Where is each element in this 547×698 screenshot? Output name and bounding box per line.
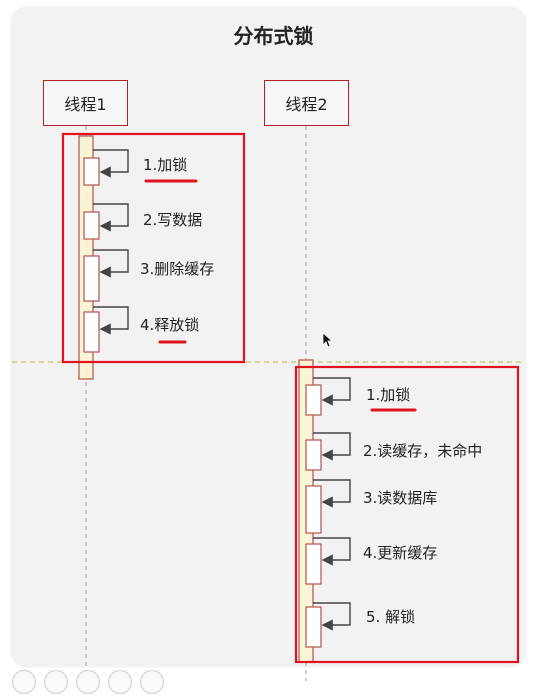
toolbar-circle-icon bbox=[12, 670, 36, 694]
toolbar-circle-icon bbox=[76, 670, 100, 694]
participant-thread1: 线程1 bbox=[43, 80, 128, 126]
t1-step1-arrow bbox=[93, 149, 129, 178]
toolbar-circle-icon bbox=[44, 670, 68, 694]
participant-thread2: 线程2 bbox=[264, 80, 349, 126]
t2-step4-label: 4.更新缓存 bbox=[363, 544, 438, 562]
t2-step5-label: 5. 解锁 bbox=[366, 608, 416, 626]
thread1-highlight-box bbox=[61, 132, 246, 364]
toolbar-circle-icon bbox=[140, 670, 164, 694]
t2-step3-arrow bbox=[313, 479, 351, 508]
t1-step1-activation bbox=[83, 157, 100, 186]
t2-step2-label: 2.读缓存，未命中 bbox=[363, 442, 483, 460]
t1-step2-label: 2.写数据 bbox=[143, 211, 203, 229]
t1-step4-activation bbox=[83, 311, 100, 353]
t2-step3-label: 3.读数据库 bbox=[363, 489, 438, 507]
t2-step5-arrow bbox=[313, 602, 351, 631]
t1-step3-activation bbox=[83, 255, 100, 302]
t2-step5-activation bbox=[305, 606, 322, 648]
sequence-svg bbox=[12, 126, 525, 681]
bottom-toolbar-hint bbox=[12, 670, 192, 694]
mouse-cursor-icon bbox=[322, 332, 334, 348]
t1-step2-activation bbox=[83, 211, 100, 240]
t2-step2-activation bbox=[305, 439, 322, 471]
t1-step4-arrow bbox=[93, 306, 129, 335]
t2-step3-activation bbox=[305, 485, 322, 534]
t1-step1-label: 1.加锁 bbox=[143, 156, 188, 174]
t1-step3-arrow bbox=[93, 249, 129, 278]
t2-step2-arrow bbox=[313, 432, 351, 461]
t2-step1-arrow bbox=[313, 377, 351, 406]
thread2-self-calls bbox=[305, 377, 351, 648]
t1-step4-label: 4.释放锁 bbox=[140, 316, 200, 334]
t2-step1-label: 1.加锁 bbox=[366, 386, 411, 404]
toolbar-circle-icon bbox=[108, 670, 132, 694]
t1-step3-label: 3.删除缓存 bbox=[140, 260, 215, 278]
t2-step4-activation bbox=[305, 543, 322, 585]
diagram-title: 分布式锁 bbox=[233, 24, 314, 48]
diagram-stage: 分布式锁 线程1 线程2 bbox=[12, 8, 525, 694]
t2-step4-arrow bbox=[313, 537, 351, 566]
t1-step2-arrow bbox=[93, 203, 129, 232]
thread1-self-calls bbox=[83, 149, 129, 353]
thread2-highlight-box bbox=[294, 365, 520, 664]
t2-step1-activation bbox=[305, 384, 322, 416]
